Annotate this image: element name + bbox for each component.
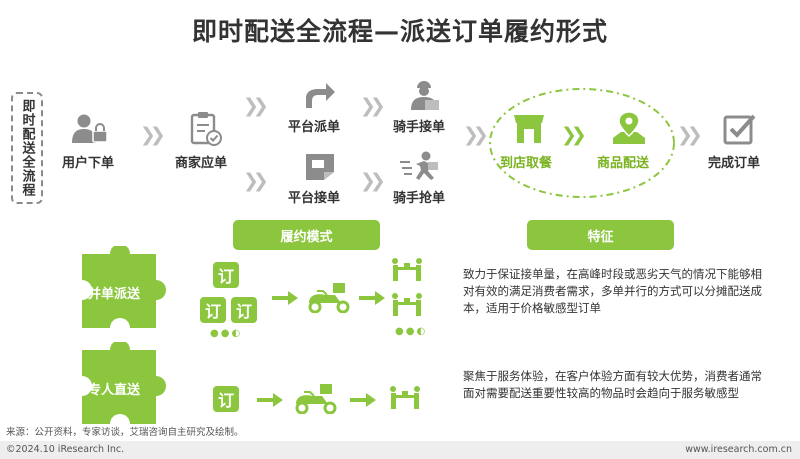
step-rider-grab: 骑手抢单 xyxy=(393,191,446,206)
section-fulfillment-mode-label: 履约模式 xyxy=(280,229,333,245)
document-corner-icon xyxy=(304,152,336,182)
chevron-right-icon: ❯❯ xyxy=(677,124,703,146)
checkbox-icon xyxy=(722,112,756,146)
order-icon: 订 xyxy=(200,297,226,323)
mode-1-name: 并单派送 xyxy=(88,287,141,302)
handover-icon xyxy=(392,293,422,316)
section-fulfillment-mode: 履约模式 xyxy=(233,220,380,250)
chevron-right-icon: ❯❯ xyxy=(463,124,489,146)
puzzle-piece-icon xyxy=(82,246,166,328)
user-lock-icon xyxy=(72,113,108,145)
location-pin-icon xyxy=(611,112,647,146)
delivery-scooter-icon xyxy=(295,384,337,414)
process-label-box: 即时配送全流程 xyxy=(11,92,43,204)
running-rider-icon xyxy=(400,150,440,182)
arrow-right-icon xyxy=(350,393,376,407)
step-platform-dispatch: 平台派单 xyxy=(288,120,341,135)
chevron-right-icon: ❯❯ xyxy=(140,124,166,146)
store-icon xyxy=(512,113,546,145)
step-platform-accept: 平台接单 xyxy=(288,191,341,206)
source-note: 来源：公开资料，专家访谈，艾瑞咨询自主研究及绘制。 xyxy=(6,427,244,438)
order-icon: 订 xyxy=(231,297,257,323)
rider-icon xyxy=(407,80,441,110)
delivery-scooter-icon xyxy=(308,283,350,313)
chevron-right-icon: ❯❯ xyxy=(561,124,587,146)
website: www.iresearch.com.cn xyxy=(685,444,792,455)
footer-bar xyxy=(0,441,800,459)
chevron-right-icon: ❯❯ xyxy=(360,95,386,117)
mode-1-description: 致力于保证接单量，在高峰时段或恶劣天气的情况下能够相对有效的满足消费者需求，多单… xyxy=(463,267,762,315)
clipboard-check-icon xyxy=(189,111,223,147)
step-user-order: 用户下单 xyxy=(62,156,115,171)
handover-icon xyxy=(392,258,422,281)
step-store-pickup: 到店取餐 xyxy=(500,156,553,171)
order-icon: 订 xyxy=(213,262,239,288)
chevron-right-icon: ❯❯ xyxy=(243,170,269,192)
dots-icon: ●●◐ xyxy=(210,328,243,339)
highlight-ellipse xyxy=(489,88,675,198)
copyright: ©2024.10 iResearch Inc. xyxy=(6,444,125,455)
page-title: 即时配送全流程—派送订单履约形式 xyxy=(191,17,608,46)
chevron-right-icon: ❯❯ xyxy=(360,170,386,192)
mode-2-description: 聚焦于服务体验，在客户体验方面有较大优势，消费者通常面对需要配送重要性较高的物品… xyxy=(463,369,762,400)
section-features: 特征 xyxy=(527,220,674,250)
process-label: 即时配送全流程 xyxy=(19,99,35,197)
arrow-right-icon xyxy=(359,291,385,305)
section-features-label: 特征 xyxy=(587,229,614,245)
share-arrow-icon xyxy=(304,80,336,110)
step-rider-accept: 骑手接单 xyxy=(393,120,446,135)
dots-icon: ●●◐ xyxy=(395,326,428,337)
arrow-right-icon xyxy=(272,291,298,305)
chevron-right-icon: ❯❯ xyxy=(243,95,269,117)
step-goods-delivery: 商品配送 xyxy=(597,156,650,171)
handover-icon xyxy=(390,386,420,409)
arrow-right-icon xyxy=(257,393,283,407)
order-icon: 订 xyxy=(213,386,239,412)
step-merchant-accept: 商家应单 xyxy=(175,156,228,171)
puzzle-piece-icon xyxy=(82,342,166,424)
step-complete-order: 完成订单 xyxy=(708,156,761,171)
mode-2-name: 专人直送 xyxy=(88,383,141,398)
